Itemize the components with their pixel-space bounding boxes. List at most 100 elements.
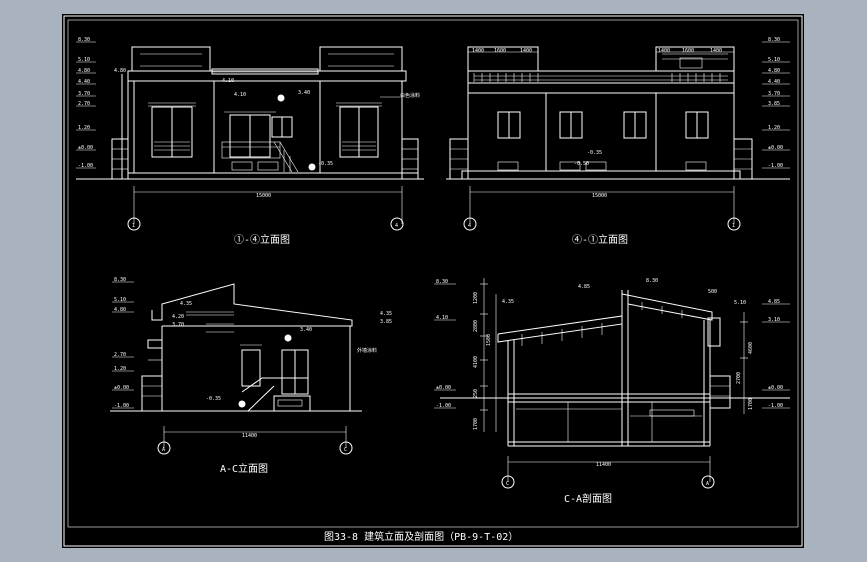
sec-left-dim-5: 1700 [473,418,479,430]
back-elevation: 8.30 5.10 4.80 4.40 3.70 3.85 1.20 ±0.00… [446,37,790,246]
front-annot-340: 3.40 [298,90,310,96]
sec-axis-end-label: A [706,481,709,487]
sec-right-dim-0: 4600 [748,342,754,354]
sec-right-dim-2: 1700 [748,398,754,410]
back-title: ④-①立面图 [572,233,628,246]
sec-left-elev-3: -1.00 [436,403,451,409]
side-elev-6: -1.00 [114,403,129,409]
side-elevation: 8.30 5.10 4.80 2.70 1.20 ±0.00 -1.00 [110,277,392,475]
sec-right-elev-2: ±0.00 [768,385,783,391]
back-top-dim-3: 1400 [658,48,670,54]
side-annot-note: 外墙涂料 [357,347,377,354]
sec-left-elev-2: ±0.00 [436,385,451,391]
back-elev-5: 3.85 [768,101,780,107]
back-top-dim-2: 1400 [520,48,532,54]
sec-annot-510: 5.10 [734,300,746,306]
front-annot-neg035: -0.35 [318,161,333,167]
front-annot-480: 4.80 [114,68,126,74]
back-elev-0: 8.30 [768,37,780,43]
side-annot-420: 4.20 [172,314,184,320]
front-span: 15000 [256,193,271,199]
side-level-marker [284,334,292,342]
sec-axis-start [501,475,515,489]
side-elev-1: 5.10 [114,297,126,303]
back-span: 15000 [592,193,607,199]
back-top-dim-1: 1600 [494,48,506,54]
sec-annot-830: 8.30 [646,278,658,284]
front-annot-note: 白色涂料 [400,92,420,99]
side-axis-end-label: C [344,447,347,453]
side-elev-3: 2.70 [114,352,126,358]
back-axis-start [463,217,477,231]
front-elev-0: 8.30 [78,37,90,43]
sec-right-elev-1: 3.10 [768,317,780,323]
side-span: 11400 [242,433,257,439]
sec-left-dim-1: 2800 [473,320,479,332]
front-level-marker-2 [308,163,316,171]
side-annot-370: 3.70 [172,322,184,328]
drawing-frame [67,19,799,528]
side-annot-435: 4.35 [180,301,192,307]
section-view: 8.30 4.10 ±0.00 -1.00 4.85 3.10 ±0.00 -1… [434,278,790,505]
back-axis-end [727,217,741,231]
back-elev-2: 4.80 [768,68,780,74]
front-elev-3: 4.40 [78,79,90,85]
side-axis-end [339,441,353,455]
back-top-dim-4: 1600 [682,48,694,54]
sec-left-dim-2: 4100 [473,356,479,368]
front-axis-end-label: 4 [395,223,398,229]
sec-axis-end [701,475,715,489]
drawing-caption: 图33-8 建筑立面及剖面图（PB-9-T-02） [324,530,518,543]
side-axis-start-label: A [162,447,165,453]
side-elev-2: 4.80 [114,307,126,313]
back-axis-end-label: 1 [732,223,735,229]
side-annot-neg035: -0.35 [206,396,221,402]
back-elev-6: 1.20 [768,125,780,131]
side-annot-385: 3.85 [380,319,392,325]
back-annot-neg050: -0.50 [574,161,589,167]
back-annot-neg035: -0.35 [587,150,602,156]
front-elev-4: 3.70 [78,91,90,97]
section-title: C-A剖面图 [564,492,612,505]
back-axis-start-label: 4 [468,223,471,229]
side-annot-340: 3.40 [300,327,312,333]
front-axis-start [127,217,141,231]
sec-span: 11400 [596,462,611,468]
side-axis-start [157,441,171,455]
back-top-dim-5: 1400 [710,48,722,54]
sec-left-dim-3: 1500 [486,334,492,346]
drawing-canvas: 8.30 5.10 4.80 4.40 3.70 2.70 1.20 ±0.00… [63,15,803,547]
side-title: A-C立面图 [220,462,268,475]
front-elevation: 8.30 5.10 4.80 4.40 3.70 2.70 1.20 ±0.00… [76,37,424,246]
sec-right-elev-0: 4.85 [768,299,780,305]
front-axis-start-label: 1 [132,223,135,229]
sec-right-dim-1: 2700 [736,372,742,384]
sec-left-dim-0: 1200 [473,292,479,304]
front-elev-1: 5.10 [78,57,90,63]
front-elev-7: ±0.00 [78,145,93,151]
side-level-marker-2 [238,400,246,408]
sec-left-elev-0: 8.30 [436,279,448,285]
front-elev-8: -1.00 [78,163,93,169]
sec-left-dim-4: 250 [473,389,479,398]
back-elev-1: 5.10 [768,57,780,63]
sec-annot-435: 4.35 [502,299,514,305]
back-elev-7: ±0.00 [768,145,783,151]
front-elev-5: 2.70 [78,101,90,107]
sec-annot-485: 4.85 [578,284,590,290]
front-title: ①-④立面图 [234,233,290,246]
back-elev-8: -1.00 [768,163,783,169]
front-level-marker [277,94,285,102]
front-annot-410b: 4.10 [234,92,246,98]
sec-right-elev-3: -1.00 [768,403,783,409]
side-elev-4: 1.20 [114,366,126,372]
drawing-sheet: 8.30 5.10 4.80 4.40 3.70 2.70 1.20 ±0.00… [62,14,804,548]
sec-left-elev-1: 4.10 [436,315,448,321]
back-elev-3: 4.40 [768,79,780,85]
front-elev-6: 1.20 [78,125,90,131]
sec-annot-500: 500 [708,289,717,295]
side-elev-0: 8.30 [114,277,126,283]
sec-axis-start-label: C [506,481,509,487]
back-elev-4: 3.70 [768,91,780,97]
